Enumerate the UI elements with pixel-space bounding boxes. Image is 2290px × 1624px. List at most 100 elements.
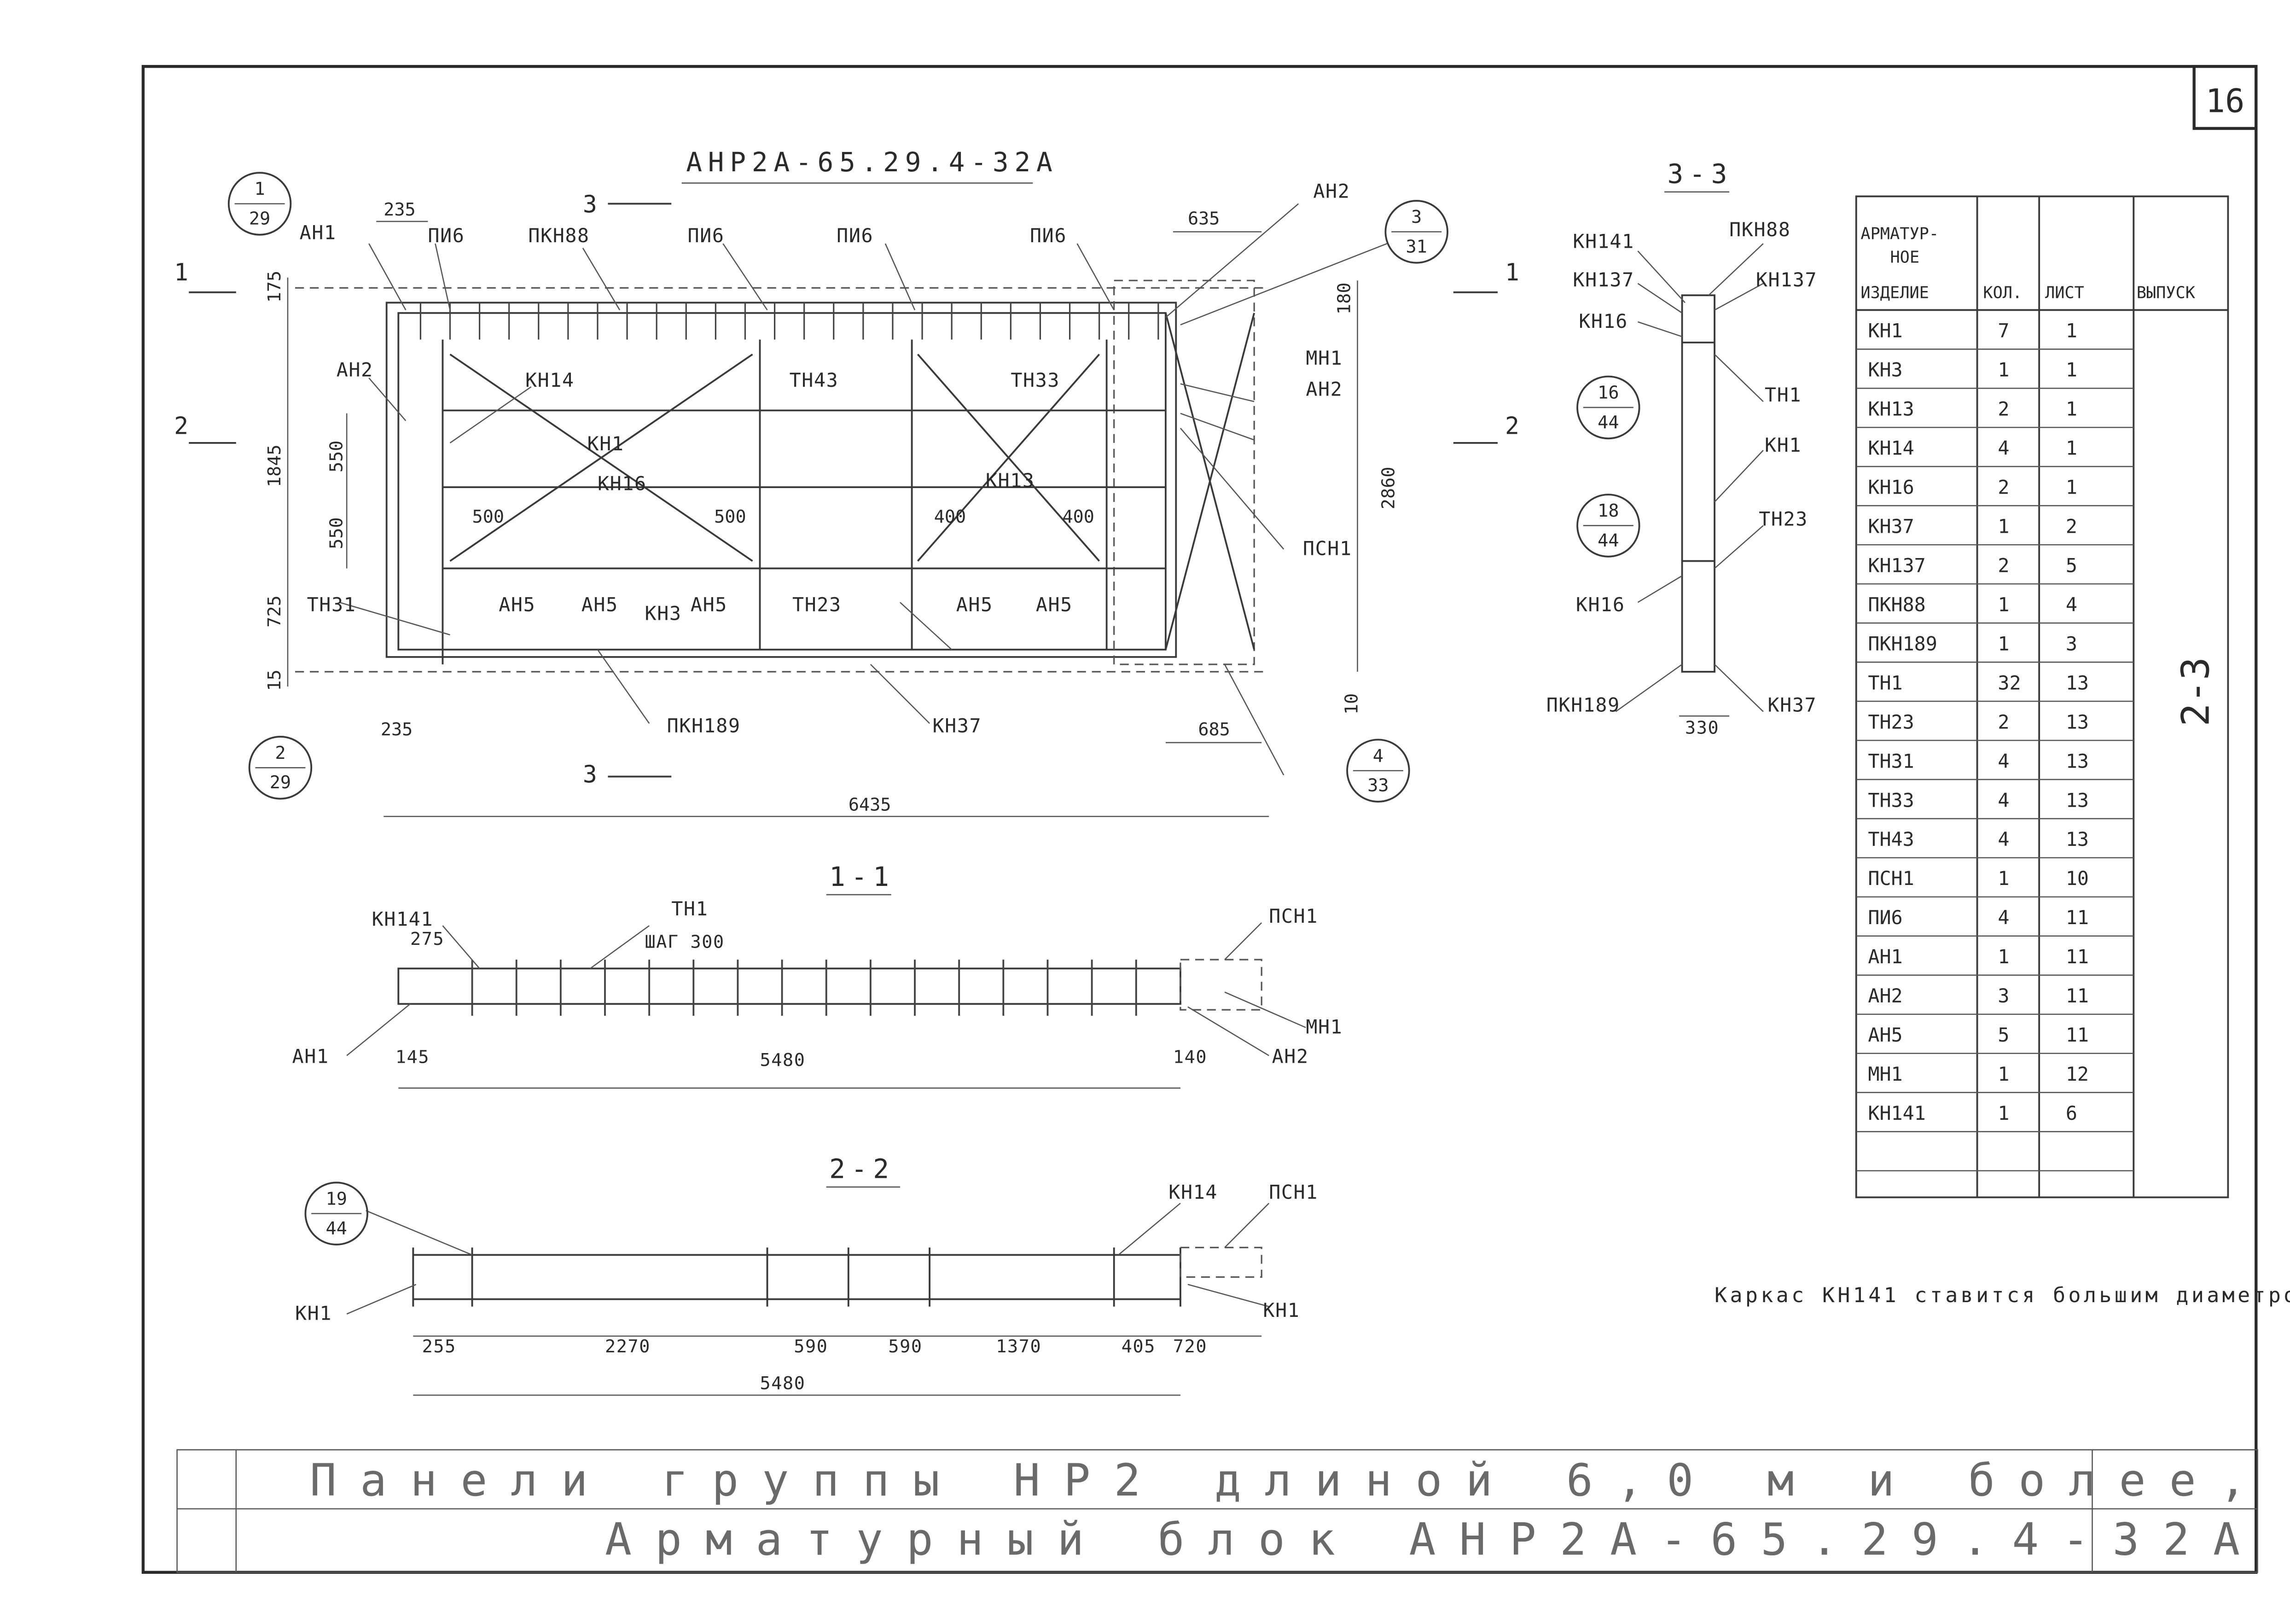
table-cell-sheet: 3 (2066, 632, 2077, 655)
dim-15: 15 (264, 669, 285, 691)
table-cell-sheet: 4 (2066, 593, 2077, 616)
page-number-box (2192, 65, 2258, 130)
dim-550-b: 550 (326, 517, 347, 549)
table-cell-item: КН3 (1868, 359, 1902, 381)
s33-label-kn16-bottom: КН16 (1576, 593, 1625, 616)
s22-dim-5480: 5480 (760, 1373, 806, 1394)
table-header-item-3: ИЗДЕЛИЕ (1860, 284, 1929, 303)
dim-550-a: 550 (326, 441, 347, 472)
s11-label-ah1: АН1 (292, 1045, 329, 1068)
vertical-code: 2-3 (2174, 657, 2218, 727)
table-cell-item: ПИ6 (1868, 906, 1902, 929)
table-cell-sheet: 13 (2066, 750, 2089, 772)
dim-175: 175 (264, 271, 285, 303)
label-ah2-left: АН2 (337, 359, 373, 381)
table-cell-item: КН14 (1868, 437, 1914, 460)
s11-dim-145: 145 (395, 1047, 430, 1068)
label-kn14: КН14 (525, 369, 575, 391)
callout-4-33-bottom: 33 (1367, 775, 1389, 796)
table-cell-item: ТН31 (1868, 750, 1914, 772)
s22-label-kn1-right: КН1 (1263, 1299, 1300, 1321)
table-cell-item: ПСН1 (1868, 867, 1914, 890)
s33-dim-330: 330 (1685, 718, 1719, 739)
table-cell-qty: 32 (1998, 671, 2021, 694)
label-kn13: КН13 (986, 469, 1035, 492)
s22-dim-2270: 2270 (605, 1336, 651, 1357)
s11-label-kn141: КН141 (372, 908, 433, 930)
table-cell-qty: 4 (1998, 828, 2009, 850)
table-cell-item: КН137 (1868, 554, 1925, 576)
callout-18-44-top: 18 (1598, 501, 1619, 521)
s11-label-step: ШАГ 300 (645, 931, 725, 952)
label-kn3: КН3 (645, 602, 682, 625)
table-cell-sheet: 13 (2066, 671, 2089, 694)
dim-10: 10 (1342, 693, 1362, 715)
dim-1845: 1845 (264, 444, 285, 487)
label-ah5-b: АН5 (581, 593, 618, 616)
table-cell-item: ТН33 (1868, 789, 1914, 811)
callout-4-33-top: 4 (1373, 745, 1383, 766)
table-header-qty: КОЛ. (1983, 284, 2022, 303)
cut-mark-1-left: 1 (174, 259, 189, 286)
callout-16-44-top: 16 (1598, 383, 1619, 403)
table-cell-sheet: 2 (2066, 515, 2077, 537)
s11-dim-140: 140 (1173, 1047, 1207, 1068)
section-3-3-title: 3-3 (1668, 158, 1733, 190)
s22-dim-1370: 1370 (996, 1336, 1041, 1357)
table-cell-sheet: 1 (2066, 437, 2077, 460)
dim-500-a: 500 (472, 506, 504, 527)
label-pi6-a: ПИ6 (428, 224, 465, 247)
s33-label-kn37: КН37 (1767, 693, 1817, 716)
table-cell-qty: 2 (1998, 710, 2009, 733)
table-cell-qty: 2 (1998, 476, 2009, 499)
callouts-plan: 1 29 2 29 3 31 4 33 (227, 172, 1448, 803)
table-cell-qty: 1 (1998, 515, 2009, 537)
cut-mark-3-top: 3 (583, 191, 598, 219)
table-cell-qty: 1 (1998, 632, 2009, 655)
s33-label-pkn189: ПКН189 (1546, 693, 1620, 716)
label-ah2-right: АН2 (1306, 378, 1343, 400)
label-kn1: КН1 (587, 432, 624, 455)
table-cell-item: ТН23 (1868, 710, 1914, 733)
table-cell-qty: 1 (1998, 1063, 2009, 1085)
note-text: Каркас КН141 ставится большим диаметром … (1715, 1283, 2290, 1307)
s22-dim-405: 405 (1122, 1336, 1156, 1357)
label-pi6-b: ПИ6 (687, 224, 724, 247)
page-number: 16 (2206, 82, 2245, 120)
cut-mark-1-right: 1 (1505, 259, 1520, 286)
s11-label-psn1: ПСН1 (1269, 905, 1318, 927)
dim-500-b: 500 (714, 506, 746, 527)
s11-dim-5480: 5480 (760, 1050, 806, 1071)
plan-view: АН1 ПИ6 ПКН88 ПИ6 ПИ6 ПИ6 АН2 АН2 КН14 Т… (174, 172, 1520, 817)
table-cell-sheet: 1 (2066, 320, 2077, 342)
table-cell-item: КН141 (1868, 1102, 1925, 1124)
label-ah5-d: АН5 (956, 593, 993, 616)
label-ah5-a: АН5 (499, 593, 535, 616)
s33-label-kn1: КН1 (1765, 434, 1802, 456)
table-cell-qty: 5 (1998, 1024, 2009, 1046)
cut-marks: 1 1 2 2 3 3 (174, 191, 1520, 789)
table-cell-qty: 2 (1998, 398, 2009, 420)
label-pkn189: ПКН189 (667, 714, 741, 737)
label-ah5-e: АН5 (1036, 593, 1073, 616)
table-cell-item: ПКН189 (1868, 632, 1937, 655)
table-cell-item: КН37 (1868, 515, 1914, 537)
table-cell-sheet: 5 (2066, 554, 2077, 576)
s22-label-kn1-left: КН1 (295, 1302, 332, 1324)
table-cell-item: КН1 (1868, 320, 1902, 342)
table-cell-sheet: 11 (2066, 945, 2089, 968)
plan-dimensions: 235 635 175 1845 725 15 550 550 180 2860… (264, 199, 1399, 817)
callout-19-44-top: 19 (326, 1188, 347, 1209)
s22-label-psn1: ПСН1 (1269, 1181, 1318, 1204)
cut-mark-2-right: 2 (1505, 413, 1520, 440)
s11-label-ah2: АН2 (1272, 1045, 1309, 1068)
section-3-3: 3-3 КН141 КН137 КН16 ПКН88 КН137 ТН1 КН1 (1546, 158, 1817, 739)
callout-2-29-bottom: 29 (270, 772, 291, 793)
callout-3-31-bottom: 31 (1406, 236, 1427, 257)
label-mn1: МН1 (1306, 347, 1343, 369)
table-cell-sheet: 13 (2066, 828, 2089, 850)
s11-label-mn1: МН1 (1306, 1015, 1343, 1038)
s33-label-pkn88: ПКН88 (1729, 218, 1790, 241)
table-cell-sheet: 10 (2066, 867, 2089, 890)
